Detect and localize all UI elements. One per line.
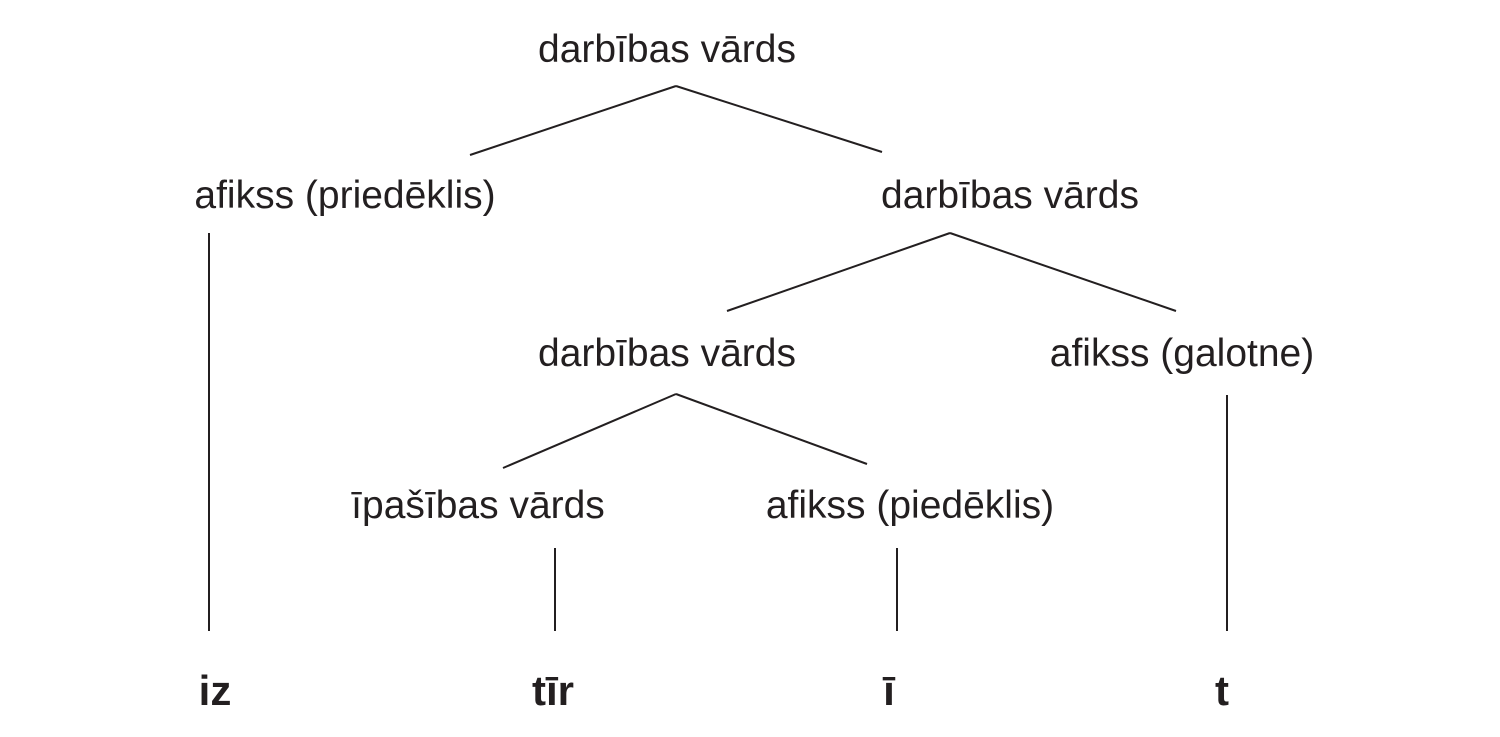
- edge: [726, 232, 951, 312]
- edge: [502, 393, 677, 469]
- leaf-morpheme: t: [1215, 667, 1229, 714]
- edge: [675, 393, 868, 465]
- node-verb3: darbības vārds: [538, 332, 796, 375]
- node-adjective: īpašības vārds: [351, 484, 605, 527]
- node-ending: afikss (galotne): [1050, 332, 1314, 375]
- node-verb2: darbības vārds: [881, 174, 1139, 217]
- leaf-morpheme: iz: [199, 667, 232, 714]
- edge: [469, 85, 677, 156]
- edge: [949, 232, 1177, 312]
- tree-edges: [208, 85, 1228, 631]
- tree-nodes: darbības vārds afikss (priedēklis) darbī…: [194, 28, 1314, 527]
- tree-leaves: iz tīr ī t: [199, 667, 1229, 714]
- node-prefix: afikss (priedēklis): [194, 174, 495, 217]
- leaf-morpheme: tīr: [532, 667, 574, 714]
- node-suffix: afikss (piedēklis): [766, 484, 1054, 527]
- leaf-morpheme: ī: [882, 667, 896, 714]
- node-root: darbības vārds: [538, 28, 796, 71]
- edge: [675, 85, 883, 153]
